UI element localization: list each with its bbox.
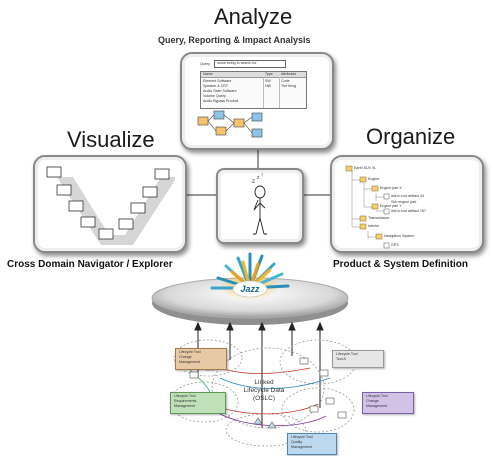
center-panel: z z ? (216, 168, 304, 244)
linked-data-label: Linked (254, 379, 274, 386)
table-row: Element Software (203, 79, 232, 83)
results-table-header: Name Type Attributes (201, 72, 306, 78)
table-row: Speaker & CRT (203, 84, 229, 88)
tree-item[interactable]: Navigation System (384, 234, 414, 238)
linked-data-label: (OSLC) (253, 395, 275, 402)
impact-graph (197, 110, 263, 138)
tree-item[interactable]: Interior (368, 224, 380, 228)
table-cell: SW (265, 79, 271, 83)
navigator-diagram (46, 166, 175, 245)
query-value: some string to search for (217, 61, 257, 65)
analyze-title: Analyze (214, 4, 293, 29)
table-cell: HW (265, 84, 271, 88)
product-tree-lines (345, 165, 390, 249)
linked-data-diagram: Linked Lifecycle Data (OSLC) (169, 321, 357, 447)
tool-box-change-management-1[interactable]: Lifecycle Tool Change Management (175, 348, 227, 370)
svg-text:z: z (252, 179, 255, 185)
table-cell: The thing (281, 84, 296, 88)
analyze-subtitle: Query, Reporting & Impact Analysis (158, 35, 311, 45)
thinking-person-icon: z z ? (252, 172, 267, 235)
table-header-name: Name (203, 72, 213, 76)
tool-box-tool-a[interactable]: Lifecycle Tool Tool A (332, 350, 384, 368)
tree-item[interactable]: link to tool artifact 34 (391, 194, 424, 198)
organize-title: Organize (366, 124, 456, 149)
svg-text:z: z (257, 175, 260, 181)
tree-item[interactable]: Engine part Y (380, 204, 402, 208)
tree-item[interactable]: Earth SUV XL (354, 166, 377, 170)
svg-text:?: ? (261, 172, 264, 177)
table-row: Audio Scan Software (203, 89, 237, 93)
visualize-panel[interactable] (33, 155, 187, 253)
tree-item[interactable]: Transmission (368, 216, 390, 220)
tree-item[interactable]: GPS (391, 243, 399, 247)
table-header-attributes: Attributes (281, 72, 297, 76)
tree-item[interactable]: Engine (368, 177, 380, 181)
table-row: Audio Bypass Product (203, 99, 239, 103)
tool-box-requirements-management[interactable]: Lifecycle Tool Requirements Management (170, 392, 226, 414)
analyze-panel[interactable]: Query some string to search for Name Typ… (180, 52, 334, 150)
organize-caption: Product & System Definition (333, 259, 469, 270)
query-label: Query (200, 62, 210, 66)
jazz-hub: Jazz (151, 252, 349, 325)
tree-item[interactable]: Sub engine part (391, 200, 417, 204)
query-input[interactable]: some string to search for (214, 60, 286, 68)
table-row: Volume Query (203, 94, 226, 98)
table-header-type: Type (265, 72, 273, 76)
tree-item[interactable]: Engine part X (380, 186, 402, 190)
visualize-caption: Cross Domain Navigator / Explorer (7, 259, 173, 270)
jazz-logo: Jazz (240, 284, 260, 294)
linked-data-label: Lifecycle Data (244, 387, 285, 394)
organize-panel[interactable]: Earth SUV XL Engine Engine part X link t… (330, 155, 484, 253)
tool-box-change-management-2[interactable]: Lifecycle Tool Change Management (362, 392, 414, 414)
tool-box-quality-management[interactable]: Lifecycle Tool Quality Management (287, 433, 337, 455)
visualize-title: Visualize (67, 127, 155, 152)
table-cell: Code (281, 79, 290, 83)
tree-item[interactable]: link to tool artifact 157 (391, 209, 426, 213)
results-table: Name Type Attributes Element Software SW… (200, 71, 307, 109)
